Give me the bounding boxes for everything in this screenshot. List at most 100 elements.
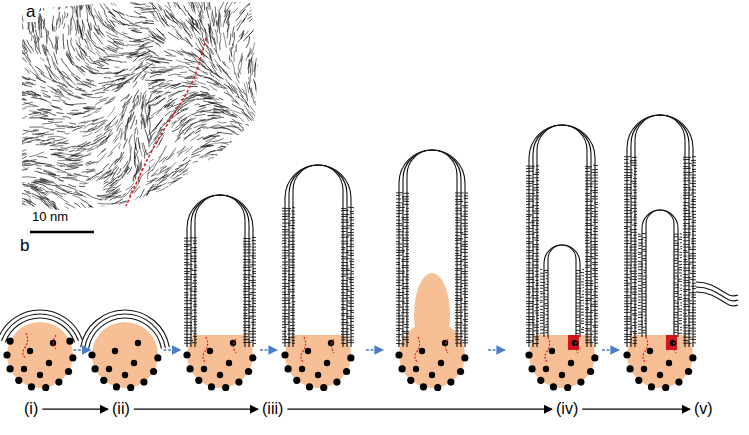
lattice-fringe (217, 175, 230, 183)
lattice-fringe (214, 59, 224, 70)
catalyst-dot (135, 340, 141, 346)
graphene-layer (341, 321, 354, 322)
graphene-layer (282, 336, 295, 338)
graphene-layer (396, 252, 409, 254)
lattice-fringe (124, 206, 131, 212)
lattice-fringe (223, 15, 227, 27)
lattice-fringe (146, 115, 148, 126)
lattice-fringe (220, 146, 231, 148)
graphene-layer (282, 315, 295, 316)
lattice-fringe (253, 79, 256, 90)
lattice-fringe (231, 131, 243, 136)
graphene-layer (184, 270, 197, 271)
lattice-fringe (131, 116, 136, 129)
lattice-fringe (56, 68, 61, 75)
graphene-layer (396, 291, 409, 292)
graphene-layer (184, 237, 197, 238)
graphene-layer (243, 264, 256, 265)
graphene-layer (341, 291, 354, 293)
lattice-fringe (215, 29, 217, 43)
lattice-fringe (84, 128, 98, 132)
graphene-layer (341, 297, 354, 298)
lattice-fringe (24, 167, 30, 169)
lattice-fringe (190, 177, 201, 183)
lattice-fringe (142, 41, 153, 46)
lattice-fringe (170, 15, 179, 23)
graphene-layer (184, 282, 197, 283)
lattice-fringe (222, 143, 230, 146)
lattice-fringe (103, 57, 112, 61)
lattice-fringe (242, 130, 253, 136)
lattice-fringe (97, 148, 106, 157)
graphene-layer (184, 300, 197, 302)
lattice-fringe (68, 25, 70, 36)
lattice-fringe (104, 77, 111, 79)
lattice-fringe (224, 61, 229, 69)
graphene-layer (341, 270, 354, 272)
lattice-fringe (85, 0, 89, 10)
lattice-fringe (17, 204, 24, 206)
lattice-fringe (215, 190, 224, 193)
lattice-fringe (180, 71, 187, 73)
lattice-fringe (119, 152, 122, 160)
lattice-fringe (104, 83, 115, 90)
lattice-fringe (144, 5, 150, 7)
lattice-fringe (230, 121, 237, 123)
diffusion-path (332, 339, 335, 353)
lattice-fringe (99, 198, 105, 200)
lattice-fringe (56, 37, 57, 53)
lattice-fringe (135, 138, 136, 149)
lattice-fringe (51, 72, 60, 79)
lattice-fringe (179, 160, 191, 166)
lattice-fringe (21, 176, 36, 178)
lattice-fringe (249, 60, 251, 67)
lattice-fringe (238, 33, 244, 42)
lattice-fringe (18, 116, 27, 118)
lattice-fringe (191, 176, 202, 180)
lattice-fringe (92, 126, 97, 130)
lattice-fringe (252, 182, 255, 188)
lattice-fringe (203, 77, 217, 82)
graphene-layer (396, 303, 409, 305)
lattice-fringe (208, 28, 214, 40)
graphene-layer (396, 294, 409, 295)
graphene-layer (243, 306, 256, 308)
graphene-layer (396, 255, 409, 257)
graphene-layer (341, 342, 354, 343)
lattice-fringe (95, 171, 102, 174)
lattice-fringe (159, 13, 165, 22)
lattice-fringe (120, 62, 127, 63)
lattice-fringe (18, 160, 29, 164)
lattice-fringe (128, 38, 141, 41)
lattice-fringe (50, 128, 65, 130)
lattice-fringe (148, 116, 154, 119)
lattice-fringe (216, 155, 230, 157)
lattice-fringe (149, 11, 156, 18)
graphene-shell (403, 150, 461, 347)
lattice-fringe (48, 121, 63, 122)
lattice-fringe (115, 161, 119, 166)
lattice-fringe (19, 7, 23, 22)
lattice-fringe (215, 77, 220, 81)
graphene-layer (282, 246, 295, 247)
lattice-fringe (97, 0, 105, 11)
lattice-fringe (149, 2, 159, 12)
catalyst-dot (37, 372, 43, 378)
lattice-fringe (127, 57, 133, 59)
lattice-fringe (19, 156, 27, 159)
lattice-fringe (135, 37, 150, 41)
catalyst-dot (183, 351, 190, 358)
lattice-fringe (107, 107, 115, 118)
lattice-fringe (18, 153, 26, 156)
lattice-fringe (127, 96, 133, 105)
lattice-fringe (58, 69, 64, 79)
graphene-layer (184, 279, 197, 281)
graphene-layer (396, 270, 409, 271)
lattice-fringe (248, 59, 250, 74)
lattice-fringe (195, 130, 201, 133)
lattice-fringe (96, 61, 108, 65)
graphene-layer (396, 225, 409, 227)
lattice-fringe (90, 38, 97, 45)
lattice-fringe (29, 126, 43, 127)
lattice-fringe (165, 92, 171, 94)
